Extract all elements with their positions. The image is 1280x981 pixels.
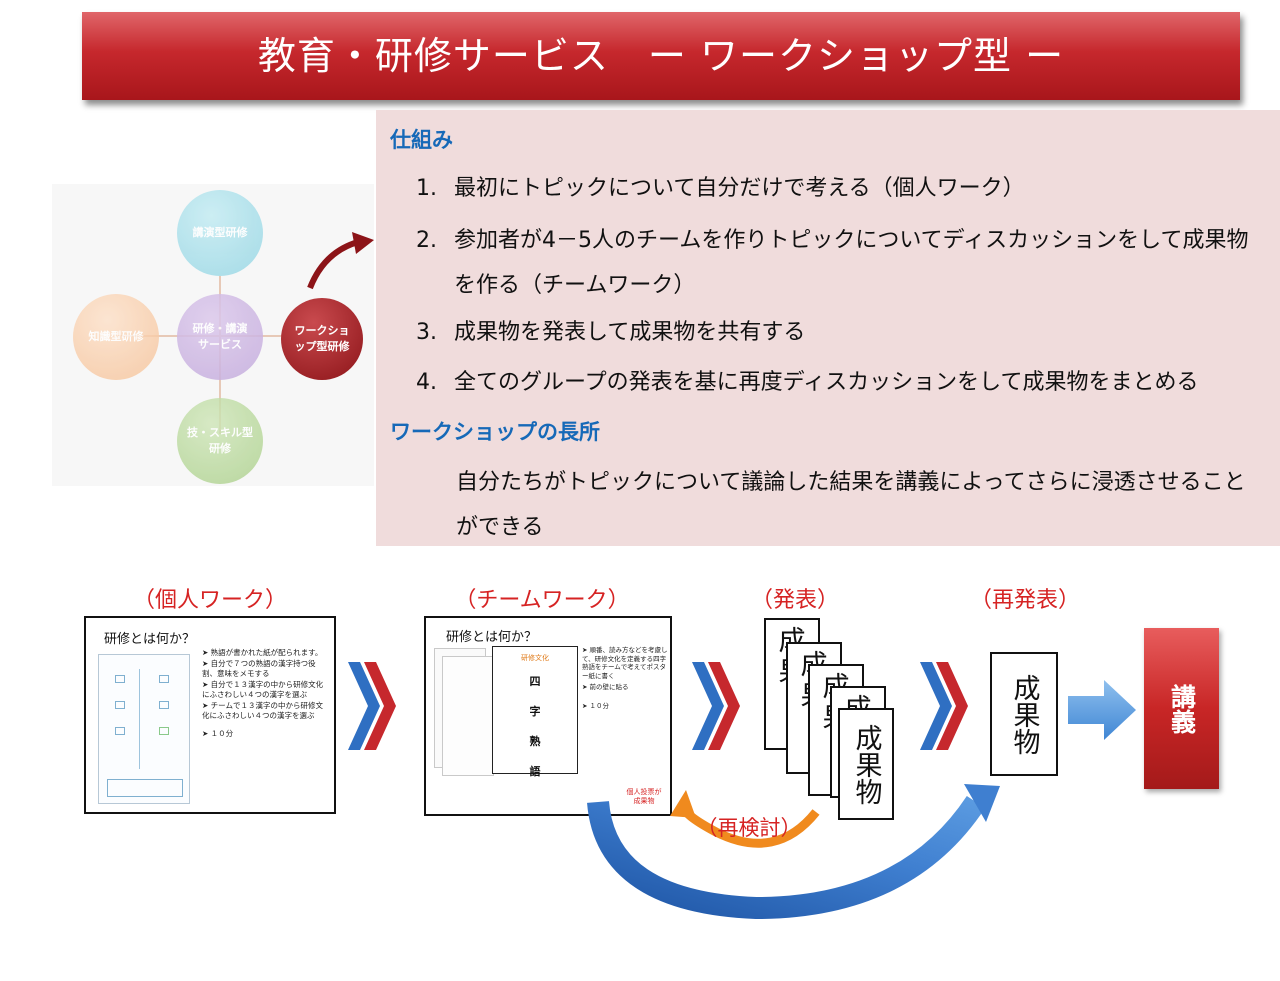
chevron-icon	[920, 662, 968, 750]
team-work-slide: 研修とは何か？ 研修文化 四 字 熟 語 ➤ 順番、読み方などを考慮して、研修文…	[424, 616, 672, 816]
info-panel: 仕組み 1.最初にトピックについて自分だけで考える（個人ワーク） 2.参加者が4…	[376, 110, 1280, 546]
mechanism-heading: 仕組み	[390, 128, 453, 152]
worksheet-thumbnail	[442, 656, 494, 776]
bullet-item: ➤ 自分で１３漢字の中から研修文化にふさわしい４つの漢字を選ぶ	[202, 680, 324, 699]
poster-char: 四	[529, 675, 541, 688]
arrow-right-icon	[1068, 680, 1136, 740]
label-presentation: （発表）	[750, 588, 839, 613]
vote-note: 個人投票が成果物	[626, 788, 662, 805]
poster-char: 語	[529, 765, 541, 778]
circle-skill-type: 技・スキル型研修	[177, 398, 263, 484]
team-bullets: ➤ 順番、読み方などを考慮して、研修文化を定義する四字熟語をチームで考えてポスタ…	[582, 646, 670, 711]
merits-text: 自分たちがトピックについて議論した結果を講義によってさらに浸透させることができる	[456, 470, 1246, 540]
bullet-item: ➤ チームで１３漢字の中から研修文化にふさわしい４つの漢字を選ぶ	[202, 701, 323, 720]
title-banner: 教育・研修サービス ー ワークショップ型 ー	[82, 12, 1240, 100]
step-1: 1.最初にトピックについて自分だけで考える（個人ワーク）	[416, 176, 1025, 201]
blue-loop-arrow	[587, 795, 986, 920]
bullet-item: ➤ １０分	[582, 701, 610, 710]
label-re-presentation: （再発表）	[969, 588, 1080, 613]
re-presentation-card: 成果物	[990, 652, 1058, 776]
curved-pointer-arrow	[307, 232, 374, 290]
reexamine-label: （再検討）	[696, 816, 802, 840]
poster-char: 字	[529, 705, 541, 718]
presentation-card: 成果物	[838, 708, 894, 820]
label-team-work: （チームワーク）	[454, 588, 630, 613]
poster-char: 熟	[529, 735, 541, 748]
poster-heading: 研修文化	[521, 654, 549, 662]
bullet-item: ➤ １０分	[202, 729, 234, 738]
step-2: 2.参加者が4－5人のチームを作りトピックについてディスカッションをして成果物を…	[416, 228, 1249, 298]
worksheet-thumbnail	[98, 654, 190, 804]
step-3: 3.成果物を発表して成果物を共有する	[416, 320, 806, 345]
slide-title: 研修とは何か？	[104, 632, 196, 647]
circle-knowledge-type: 知識型研修	[73, 294, 159, 380]
bullet-item: ➤ 順番、読み方などを考慮して、研修文化を定義する四字熟語をチームで考えてポスタ…	[582, 646, 668, 680]
curved-arrows	[587, 784, 1000, 920]
orange-arrowhead	[670, 790, 696, 818]
chevron-icon	[348, 662, 396, 750]
slide-title: 研修とは何か？	[446, 630, 538, 645]
circle-center-service: 研修・講演サービス	[177, 294, 263, 380]
bullet-item: ➤ 熟語が書かれた紙が配られます。	[202, 648, 323, 657]
label-individual-work: （個人ワーク）	[132, 588, 287, 613]
merits-heading: ワークショップの長所	[390, 420, 600, 444]
chevron-icon	[692, 662, 740, 750]
individual-bullets: ➤ 熟語が書かれた紙が配られます。 ➤ 自分で７つの熟語の漢字持つ役割、意味をメ…	[202, 648, 330, 740]
poster-sheet: 研修文化 四 字 熟 語	[492, 646, 578, 778]
page-title: 教育・研修サービス ー ワークショップ型 ー	[257, 34, 1065, 78]
blue-arrowhead	[964, 784, 1000, 822]
circle-workshop-type: ワークショップ型研修	[281, 298, 363, 380]
bullet-item: ➤ 自分で７つの熟語の漢字持つ役割、意味をメモする	[202, 659, 316, 678]
lecture-box: 講義	[1144, 628, 1219, 789]
step-4: 4.全てのグループの発表を基に再度ディスカッションをして成果物をまとめる	[416, 370, 1199, 395]
individual-work-slide: 研修とは何か？ ➤ 熟語が書かれた紙が配られます。 ➤ 自分で７つの熟語の漢字持…	[84, 616, 336, 814]
bullet-item: ➤ 前の壁に貼る	[582, 683, 629, 691]
circle-lecture-type: 講演型研修	[177, 190, 263, 276]
